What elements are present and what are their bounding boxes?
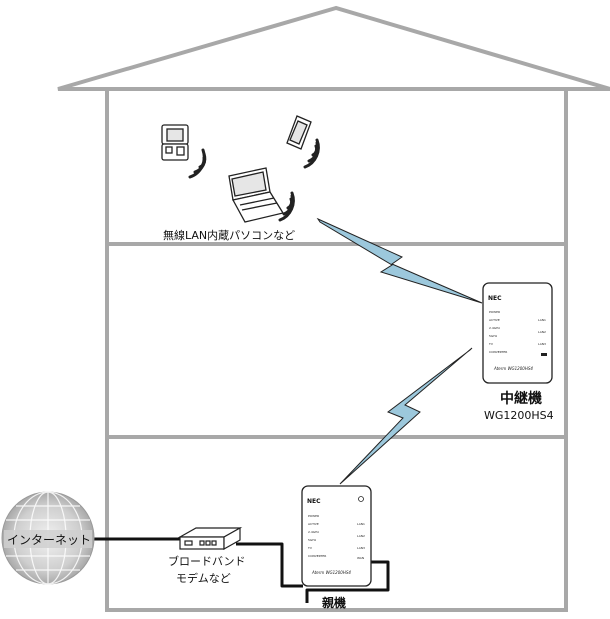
parent-brand: NEC [307,498,321,505]
parent-router-device: NEC POWER ACTIVE 2.4GHz 5GHz TV CONVERTE… [301,485,372,587]
internet-label: インターネット [7,533,91,547]
indicator-label: TV [307,546,313,550]
port-label: LAN3 [357,546,365,550]
port-label: LAN1 [538,318,546,322]
port-label: WAN [357,556,364,560]
port-label: LAN2 [538,330,546,334]
indicator-label: 2.4GHz [308,530,319,534]
broadband-modem [177,526,243,551]
port-label: LAN2 [357,534,365,538]
wifi-signal-icon [278,191,295,222]
internet-globe-icon [1,491,95,585]
repeater-brand: NEC [488,295,502,302]
wireless-pc-label: 無線LAN内蔵パソコンなど [163,228,295,242]
indicator-label: ACTIVE [489,318,500,322]
handheld-game-console [161,124,189,161]
modem-label-line1: ブロードバンド [168,554,246,568]
wireless-link-lower [339,347,473,485]
laptop [228,167,285,223]
parent-product-logo: Aterm WG1200HS4 [311,570,351,575]
wifi-signal-icon [188,148,207,179]
indicator-label: 2.4GHz [489,326,500,330]
modem-label-line2: モデムなど [176,571,231,585]
indicator-label: TV [488,342,494,346]
repeater-device: NEC POWER ACTIVE 2.4GHz 5GHz TV CONVERTE… [482,282,553,384]
wireless-link-upper [316,217,483,304]
repeater-label: 中継機 [500,390,542,407]
ethernet-cable [92,537,390,603]
indicator-label: 5GHz [489,334,497,338]
smartphone [286,115,312,150]
indicator-label: CONVERTER [489,350,507,354]
port-label: LAN1 [357,522,365,526]
repeater-model-label: WG1200HS4 [484,409,554,422]
indicator-label: POWER [489,310,500,314]
parent-router-label: 親機 [322,595,346,610]
indicator-label: CONVERTER [308,554,326,558]
wifi-signal-icon [303,138,320,169]
repeater-product-logo: Aterm WG1200HS4 [493,366,533,371]
port-label: LAN3 [538,342,546,346]
indicator-label: POWER [308,514,319,518]
house-roof [57,5,610,91]
house-outline [57,5,610,612]
indicator-label: 5GHz [308,538,316,542]
indicator-label: ACTIVE [308,522,319,526]
